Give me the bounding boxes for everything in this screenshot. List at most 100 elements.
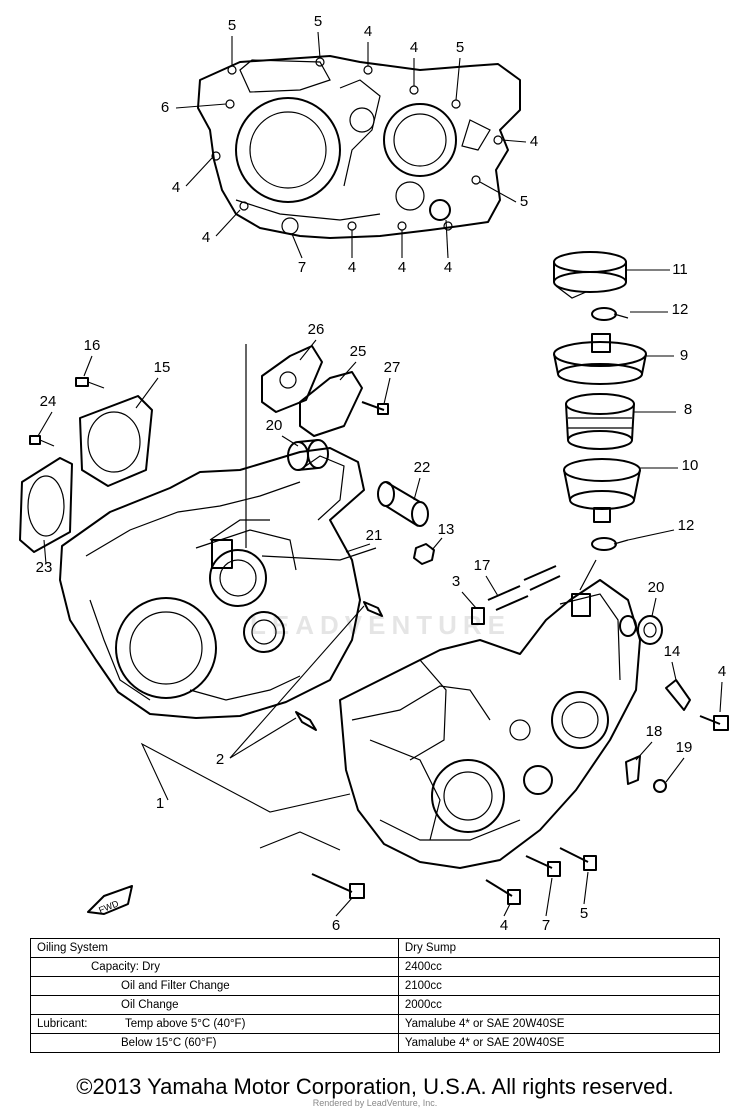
bushing-part-22	[377, 481, 429, 527]
callout-5: 5	[228, 17, 236, 34]
filter-case-part-10	[563, 458, 641, 523]
spec-value: Dry Sump	[397, 938, 721, 958]
callout-7: 7	[542, 917, 550, 930]
callout-4: 4	[444, 259, 452, 276]
crankcase-left-half	[59, 344, 377, 719]
callout-24: 24	[40, 393, 57, 410]
filter-connector-line	[579, 559, 597, 591]
callout-4: 4	[718, 663, 726, 680]
bolt-part-7-bottom	[525, 855, 561, 877]
crankcase-half-top-view	[175, 31, 527, 259]
spec-label-cell: Capacity: Dry	[30, 957, 399, 977]
spec-label-cell: Oil and Filter Change	[30, 976, 399, 996]
spec-row: Oil and Filter Change 2100cc	[30, 976, 721, 996]
callout-25: 25	[350, 343, 367, 360]
spec-label-cell: Oil Change	[30, 995, 399, 1015]
callout-23: 23	[36, 559, 53, 576]
spec-row: Lubricant: Temp above 5°C (40°F) Yamalube …	[30, 1014, 721, 1034]
callout-26: 26	[308, 321, 325, 338]
callout-4: 4	[500, 917, 508, 930]
spec-label: Capacity: Dry	[91, 961, 161, 973]
bolt-part-19	[653, 779, 667, 793]
leader-lines-left	[37, 355, 159, 565]
nut-part-13	[413, 543, 435, 565]
spec-label: Oiling System	[37, 942, 108, 954]
callout-20: 20	[266, 417, 283, 434]
screw-part-16	[75, 377, 105, 389]
callout-20: 20	[648, 579, 665, 596]
spec-row: Capacity: Dry 2400cc	[30, 957, 721, 977]
copyright-notice: ©2013 Yamaha Motor Corporation, U.S.A. A…	[76, 1074, 674, 1099]
callout-21: 21	[366, 527, 383, 544]
callout-4: 4	[530, 133, 538, 150]
crankcase-right-half	[339, 579, 641, 869]
callout-7: 7	[298, 259, 306, 276]
hose-clamp-part-11	[553, 251, 627, 299]
leader-lines-bottom	[140, 605, 589, 917]
long-bolt-part-6	[311, 873, 365, 899]
bolt-part-3	[471, 607, 485, 625]
crankcase-exploded-diagram: FWD 554456445474441112261625915272482010…	[19, 13, 729, 930]
bolt-part-27	[361, 401, 389, 415]
forward-arrow-icon: FWD	[87, 885, 133, 915]
spec-value: Yamalube 4* or SAE 20W40SE	[397, 1014, 721, 1034]
spec-value: 2100cc	[397, 976, 721, 996]
callout-15: 15	[154, 359, 171, 376]
callout-1: 1	[156, 795, 164, 812]
pin-part-17	[487, 565, 561, 611]
bushing-part-20-left	[287, 439, 329, 471]
callout-3: 3	[452, 573, 460, 590]
callout-4: 4	[348, 259, 356, 276]
callout-19: 19	[676, 739, 693, 756]
callout-12: 12	[672, 301, 689, 318]
callout-18: 18	[646, 723, 663, 740]
callout-5: 5	[314, 13, 322, 30]
bushing-part-20-right	[619, 615, 663, 645]
screw-part-24	[29, 435, 55, 447]
callout-9: 9	[680, 347, 688, 364]
callout-4: 4	[410, 39, 418, 56]
callout-14: 14	[664, 643, 681, 660]
callout-5: 5	[456, 39, 464, 56]
spec-value: 2400cc	[397, 957, 721, 977]
spec-label-cell: Below 15°C (60°F)	[30, 1033, 399, 1053]
callout-5: 5	[580, 905, 588, 922]
bolt-part-4-bottom	[485, 879, 521, 905]
oil-filter-assembly	[553, 251, 678, 591]
callout-4: 4	[398, 259, 406, 276]
bolt-holes-top	[211, 57, 503, 235]
small-clamp-part-12-bottom	[591, 537, 629, 551]
filter-cap-part-9	[553, 333, 647, 385]
small-clamp-part-12-top	[591, 307, 629, 321]
callout-10: 10	[682, 457, 699, 474]
callout-11: 11	[672, 261, 688, 278]
callout-12: 12	[678, 517, 695, 534]
gasket-part-23	[19, 457, 73, 553]
callout-16: 16	[84, 337, 101, 354]
bolt-part-5-bottom	[559, 847, 597, 871]
callout-13: 13	[438, 521, 455, 538]
spec-value: Yamalube 4* or SAE 20W40SE	[397, 1033, 721, 1053]
spec-label-cell: Lubricant: Temp above 5°C (40°F)	[30, 1014, 399, 1034]
callout-5: 5	[520, 193, 528, 210]
callout-6: 6	[332, 917, 340, 930]
spec-label-lead: Lubricant:	[37, 1018, 88, 1030]
callout-8: 8	[684, 401, 692, 418]
callout-4: 4	[364, 23, 372, 40]
spec-value: 2000cc	[397, 995, 721, 1015]
spec-label: Oil and Filter Change	[121, 980, 230, 992]
cover-part-26	[261, 345, 323, 413]
cover-gasket-part-15	[79, 395, 153, 487]
background-watermark: LEADVENTURE	[250, 610, 512, 640]
bracket-part-14	[665, 679, 691, 711]
bolt-part-4-right	[699, 715, 729, 731]
bracket-part-18	[625, 755, 641, 785]
spec-label: Temp above 5°C (40°F)	[125, 1018, 246, 1030]
dowel-part-2	[295, 601, 383, 731]
callout-4: 4	[172, 179, 180, 196]
spec-label: Below 15°C (60°F)	[121, 1037, 217, 1049]
spec-row: Oiling System Dry Sump	[30, 938, 721, 958]
